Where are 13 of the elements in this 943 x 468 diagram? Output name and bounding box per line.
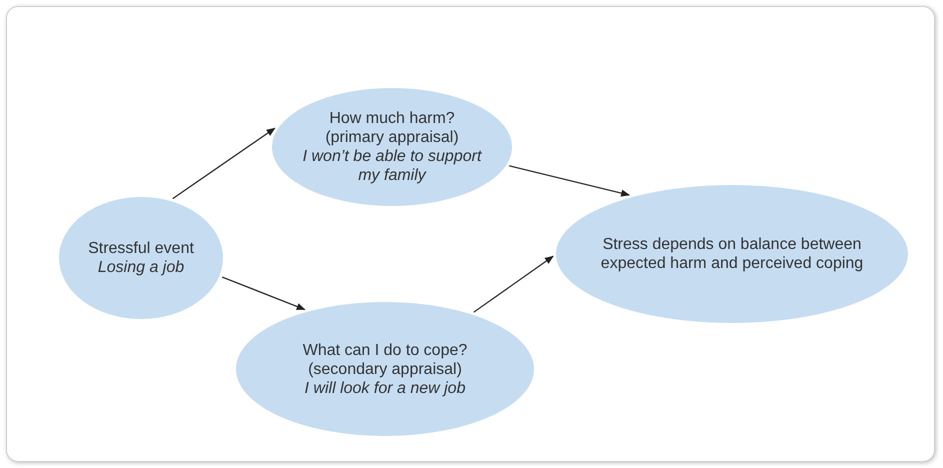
arrow [222,276,306,310]
arrow [509,165,630,197]
example-text: Losing a job [98,258,184,277]
arrow [473,256,554,313]
node-heading: What can I do to cope? [302,340,468,360]
node-subtitle: (secondary appraisal) [308,360,462,378]
node-heading: Stressful event [88,239,194,258]
node-heading: Stress depends on balance between expected harm and perceived coping [600,235,864,273]
example-text: I will look for a new job [304,378,466,398]
arrow [172,128,276,200]
node-subtitle: (primary appraisal) [325,128,459,147]
example-text: I won’t be able to support my family [302,147,483,185]
node-heading: How much harm? [329,109,455,128]
